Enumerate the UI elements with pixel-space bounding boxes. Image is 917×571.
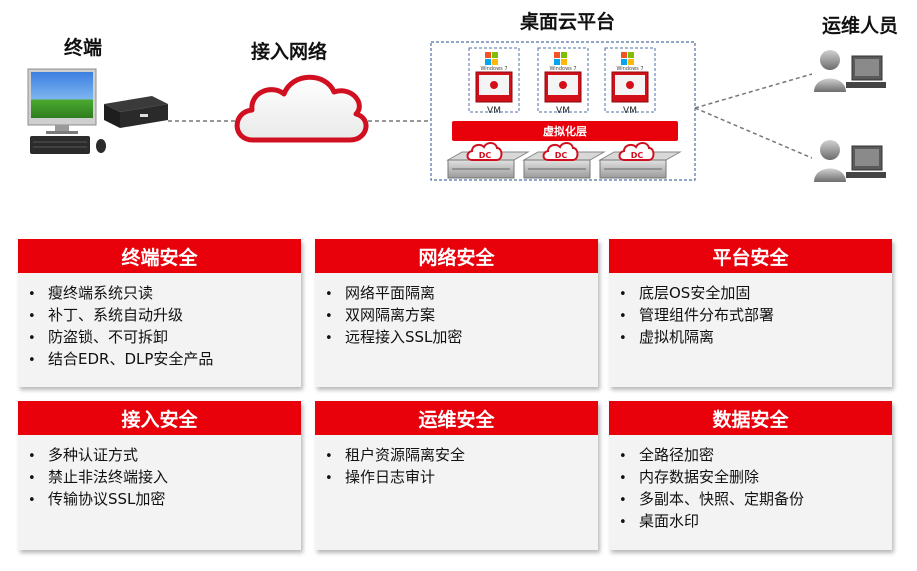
vm-os-text: Windows 7 (480, 66, 507, 72)
card-ops-security: 运维安全 租户资源隔离安全 操作日志审计 (315, 401, 598, 550)
card-list: 底层OS安全加固 管理组件分布式部署 虚拟机隔离 (609, 273, 892, 349)
card-list: 多种认证方式 禁止非法终端接入 传输协议SSL加密 (18, 435, 301, 511)
vm-label: VM (556, 106, 570, 116)
server-icon: DC (522, 142, 606, 179)
card-title: 终端安全 (18, 239, 301, 273)
list-item: 桌面水印 (619, 511, 884, 533)
card-terminal-security: 终端安全 瘦终端系统只读 补丁、系统自动升级 防盗锁、不可拆卸 结合EDR、DL… (18, 239, 301, 387)
card-list: 瘦终端系统只读 补丁、系统自动升级 防盗锁、不可拆卸 结合EDR、DLP安全产品 (18, 273, 301, 371)
connector-line (694, 107, 813, 159)
card-list: 全路径加密 内存数据安全删除 多副本、快照、定期备份 桌面水印 (609, 435, 892, 533)
card-list: 租户资源隔离安全 操作日志审计 (315, 435, 598, 489)
desktop-computer-icon (27, 68, 106, 154)
list-item: 双网隔离方案 (325, 305, 590, 327)
platform-label: 桌面云平台 (520, 11, 616, 33)
card-access-security: 接入安全 多种认证方式 禁止非法终端接入 传输协议SSL加密 (18, 401, 301, 550)
server-dc-label: DC (555, 151, 568, 160)
ops-label: 运维人员 (822, 15, 899, 37)
card-title: 运维安全 (315, 401, 598, 435)
topology-diagram: Windows 7 VM Windows 7 VM Windows 7 VM 虚… (27, 41, 886, 182)
virtualization-layer-bar: 虚拟化层 (452, 121, 678, 141)
thin-client-icon (104, 96, 168, 128)
access-network-label: 接入网络 (251, 41, 328, 63)
card-data-security: 数据安全 全路径加密 内存数据安全删除 多副本、快照、定期备份 桌面水印 (609, 401, 892, 550)
card-title: 接入安全 (18, 401, 301, 435)
list-item: 远程接入SSL加密 (325, 327, 590, 349)
vm-box: Windows 7 VM (604, 47, 656, 116)
vm-box: Windows 7 VM (537, 47, 589, 116)
platform-frame (430, 41, 696, 181)
list-item: 虚拟机隔离 (619, 327, 884, 349)
ops-person-icon (814, 50, 886, 92)
list-item: 补丁、系统自动升级 (28, 305, 293, 327)
list-item: 禁止非法终端接入 (28, 467, 293, 489)
card-title: 数据安全 (609, 401, 892, 435)
card-list: 网络平面隔离 双网隔离方案 远程接入SSL加密 (315, 273, 598, 349)
card-network-security: 网络安全 网络平面隔离 双网隔离方案 远程接入SSL加密 (315, 239, 598, 387)
server-icon: DC (598, 142, 682, 179)
terminal-label: 终端 (64, 37, 103, 59)
connector-line (694, 73, 813, 109)
server-dc-label: DC (631, 151, 644, 160)
server-dc-label: DC (479, 151, 492, 160)
vm-os-text: Windows 7 (549, 66, 576, 72)
card-platform-security: 平台安全 底层OS安全加固 管理组件分布式部署 虚拟机隔离 (609, 239, 892, 387)
list-item: 管理组件分布式部署 (619, 305, 884, 327)
list-item: 多种认证方式 (28, 445, 293, 467)
list-item: 传输协议SSL加密 (28, 489, 293, 511)
list-item: 操作日志审计 (325, 467, 590, 489)
list-item: 内存数据安全删除 (619, 467, 884, 489)
list-item: 多副本、快照、定期备份 (619, 489, 884, 511)
list-item: 结合EDR、DLP安全产品 (28, 349, 293, 371)
ops-person-icon (814, 140, 886, 182)
cloud-icon (234, 74, 369, 143)
list-item: 瘦终端系统只读 (28, 283, 293, 305)
list-item: 防盗锁、不可拆卸 (28, 327, 293, 349)
virtualization-layer-label: 虚拟化层 (543, 124, 587, 138)
card-title: 平台安全 (609, 239, 892, 273)
list-item: 全路径加密 (619, 445, 884, 467)
vm-label: VM (623, 106, 637, 116)
vm-label: VM (487, 106, 501, 116)
vm-box: Windows 7 VM (468, 47, 520, 116)
list-item: 底层OS安全加固 (619, 283, 884, 305)
list-item: 网络平面隔离 (325, 283, 590, 305)
card-title: 网络安全 (315, 239, 598, 273)
list-item: 租户资源隔离安全 (325, 445, 590, 467)
vm-os-text: Windows 7 (616, 66, 643, 72)
server-icon: DC (446, 142, 530, 179)
